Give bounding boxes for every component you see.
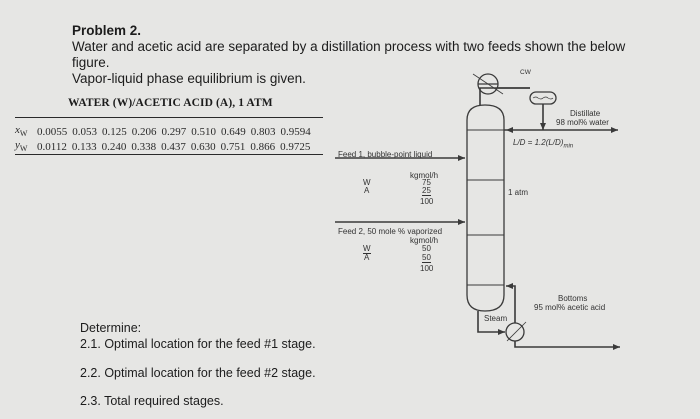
feed2-comp-w: W [363, 244, 371, 254]
problem-title: Problem 2. [72, 23, 142, 38]
distillation-diagram: CW Distillate 98 mol% water L/D = 1.2(L/… [330, 60, 700, 350]
feed1-unit: kgmol/h [410, 171, 439, 180]
vle-cell: 0.751 [220, 140, 246, 153]
vle-cell: 0.649 [221, 125, 246, 138]
pressure-label: 1 atm [508, 188, 529, 197]
feed1-total: 100 [420, 197, 434, 206]
feed1-flow-w: 75 [422, 178, 431, 187]
question-2-2: 2.2. Optimal location for the feed #2 st… [80, 366, 316, 380]
feed2-flow-a: 50 [422, 253, 431, 263]
vle-cell: 0.297 [161, 125, 187, 138]
feed2-comp-a: A [364, 253, 370, 262]
vle-cell: 0.9594 [280, 125, 311, 138]
column-schematic [335, 73, 620, 350]
vle-cell: 0.053 [72, 125, 97, 138]
row-label: y [15, 139, 20, 152]
vle-row-y: yW 0.0112 0.133 0.240 0.338 0.437 0.630 … [15, 139, 316, 154]
question-2-1: 2.1. Optimal location for the feed #1 st… [80, 337, 316, 351]
vle-cell: 0.510 [191, 125, 216, 138]
question-2-3: 2.3. Total required stages. [80, 394, 224, 408]
cw-label: CW [520, 69, 531, 76]
row-label-sub: W [19, 144, 28, 154]
bottoms-label: Bottoms [558, 294, 588, 303]
vle-cell: 0.125 [102, 125, 127, 138]
vle-cell: 0.240 [101, 140, 127, 153]
vle-note: Vapor-liquid phase equilibrium is given. [72, 71, 306, 86]
feed2-unit: kgmol/h [410, 236, 439, 245]
vle-cell: 0.206 [131, 125, 157, 138]
bottoms-spec: 95 mol% acetic acid [534, 303, 606, 312]
vle-cell: 0.437 [161, 140, 186, 153]
vle-row-x: xW 0.0055 0.053 0.125 0.206 0.297 0.510 … [15, 124, 316, 139]
feed1-flow-a: 25 [422, 186, 431, 196]
vle-table: xW 0.0055 0.053 0.125 0.206 0.297 0.510 … [15, 124, 316, 154]
problem-description: Water and acetic acid are separated by a… [72, 39, 626, 70]
distillate-spec: 98 mol% water [556, 118, 609, 127]
determine-label: Determine: [80, 321, 142, 335]
feed1-title: Feed 1, bubble-point liquid [338, 150, 433, 159]
feed2-total: 100 [420, 264, 434, 273]
row-label: x [15, 124, 20, 137]
vle-cell: 0.0055 [37, 125, 68, 138]
reflux-ratio: L/D = 1.2(L/D)min [513, 138, 574, 150]
vle-table-title: WATER (W)/ACETIC ACID (A), 1 ATM [68, 97, 273, 109]
row-label-sub: W [19, 129, 28, 139]
vle-cell: 0.803 [250, 125, 276, 138]
feed1-comp-a: A [364, 186, 370, 195]
vle-cell: 0.338 [131, 140, 157, 153]
table-bottom-rule [15, 154, 323, 155]
distillate-label: Distillate [570, 109, 601, 118]
feed1-comp-w: W [363, 178, 371, 187]
feed2-flow-w: 50 [422, 244, 431, 253]
vle-cell: 0.866 [250, 140, 276, 153]
vle-cell: 0.9725 [280, 140, 311, 153]
vle-cell: 0.630 [190, 140, 216, 153]
table-top-rule [15, 117, 323, 118]
steam-label: Steam [484, 314, 508, 323]
vle-cell: 0.0112 [37, 140, 67, 153]
feed2-title: Feed 2, 50 mole % vaporized [338, 227, 443, 236]
vle-cell: 0.133 [71, 140, 97, 153]
